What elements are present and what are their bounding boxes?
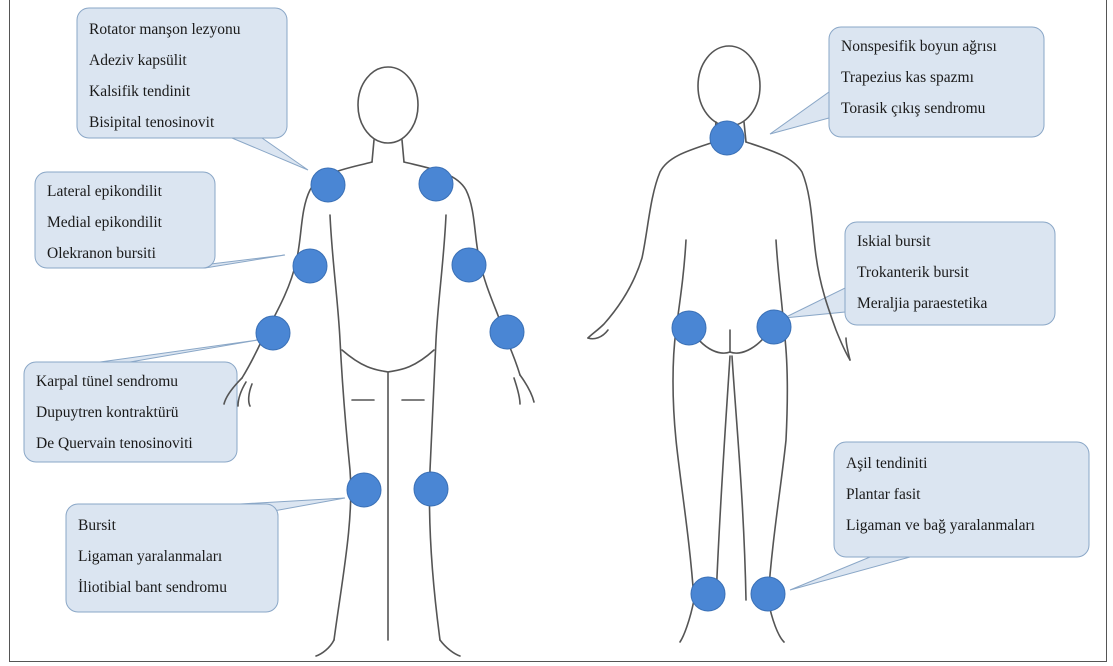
marker-front-left-elbow [293, 249, 327, 283]
marker-back-neck [710, 121, 744, 155]
callout-hip-line-1: Iskial bursit [857, 226, 1043, 257]
callout-wrist-line-1: Karpal tünel sendromu [36, 366, 225, 397]
joint-markers [256, 121, 791, 611]
callout-neck-line-3: Torasik çıkış sendromu [841, 93, 1032, 124]
marker-back-right-hip [757, 310, 791, 344]
callout-elbow-line-1: Lateral epikondilit [47, 176, 203, 207]
marker-front-right-elbow [452, 248, 486, 282]
callout-knee-line-1: Bursit [78, 510, 266, 541]
callout-ankle-line-1: Aşil tendiniti [846, 448, 1077, 479]
callout-neck-line-2: Trapezius kas spazmı [841, 62, 1032, 93]
bubble-shoulder-tail [232, 138, 308, 170]
callout-shoulder-line-3: Kalsifik tendinit [89, 76, 275, 107]
marker-back-right-ankle [751, 577, 785, 611]
callout-shoulder-line-4: Bisipital tenosinovit [89, 107, 275, 138]
callout-knee-line-2: Ligaman yaralanmaları [78, 541, 266, 572]
callout-ankle-line-3: Ligaman ve bağ yaralanmaları [846, 510, 1077, 541]
marker-back-left-hip [672, 311, 706, 345]
bubble-hip-tail [784, 288, 845, 318]
callout-elbow-line-3: Olekranon bursiti [47, 238, 203, 269]
bubble-neck-tail [770, 92, 829, 134]
callout-neck-line-1: Nonspesifik boyun ağrısı [841, 31, 1032, 62]
marker-front-left-knee [347, 473, 381, 507]
callout-knee-line-3: İliotibial bant sendromu [78, 572, 266, 603]
marker-back-left-ankle [691, 577, 725, 611]
callout-neck: Nonspesifik boyun ağrısı Trapezius kas s… [829, 27, 1044, 137]
marker-front-left-shoulder [311, 168, 345, 202]
callout-elbow-line-2: Medial epikondilit [47, 207, 203, 238]
callout-wrist-line-3: De Quervain tenosinoviti [36, 428, 225, 459]
bubble-ankle-tail [790, 557, 910, 590]
callout-shoulder: Rotator manşon lezyonu Adeziv kapsülit K… [77, 8, 287, 138]
bubble-wrist-tail [100, 340, 258, 362]
callout-shoulder-line-2: Adeziv kapsülit [89, 45, 275, 76]
marker-front-left-wrist [256, 316, 290, 350]
callout-knee: Bursit Ligaman yaralanmaları İliotibial … [66, 504, 278, 612]
marker-front-right-shoulder [419, 167, 453, 201]
callout-elbow: Lateral epikondilit Medial epikondilit O… [35, 172, 215, 268]
callout-wrist-line-2: Dupuytren kontraktürü [36, 397, 225, 428]
marker-front-right-wrist [490, 315, 524, 349]
callout-ankle-line-2: Plantar fasit [846, 479, 1077, 510]
callout-wrist: Karpal tünel sendromu Dupuytren kontrakt… [24, 362, 237, 462]
callout-hip-line-3: Meraljia paraestetika [857, 288, 1043, 319]
callout-hip: Iskial bursit Trokanterik bursit Meralji… [845, 222, 1055, 325]
callout-shoulder-line-1: Rotator manşon lezyonu [89, 14, 275, 45]
callout-hip-line-2: Trokanterik bursit [857, 257, 1043, 288]
marker-front-right-knee [414, 472, 448, 506]
callout-ankle: Aşil tendiniti Plantar fasit Ligaman ve … [834, 442, 1089, 557]
